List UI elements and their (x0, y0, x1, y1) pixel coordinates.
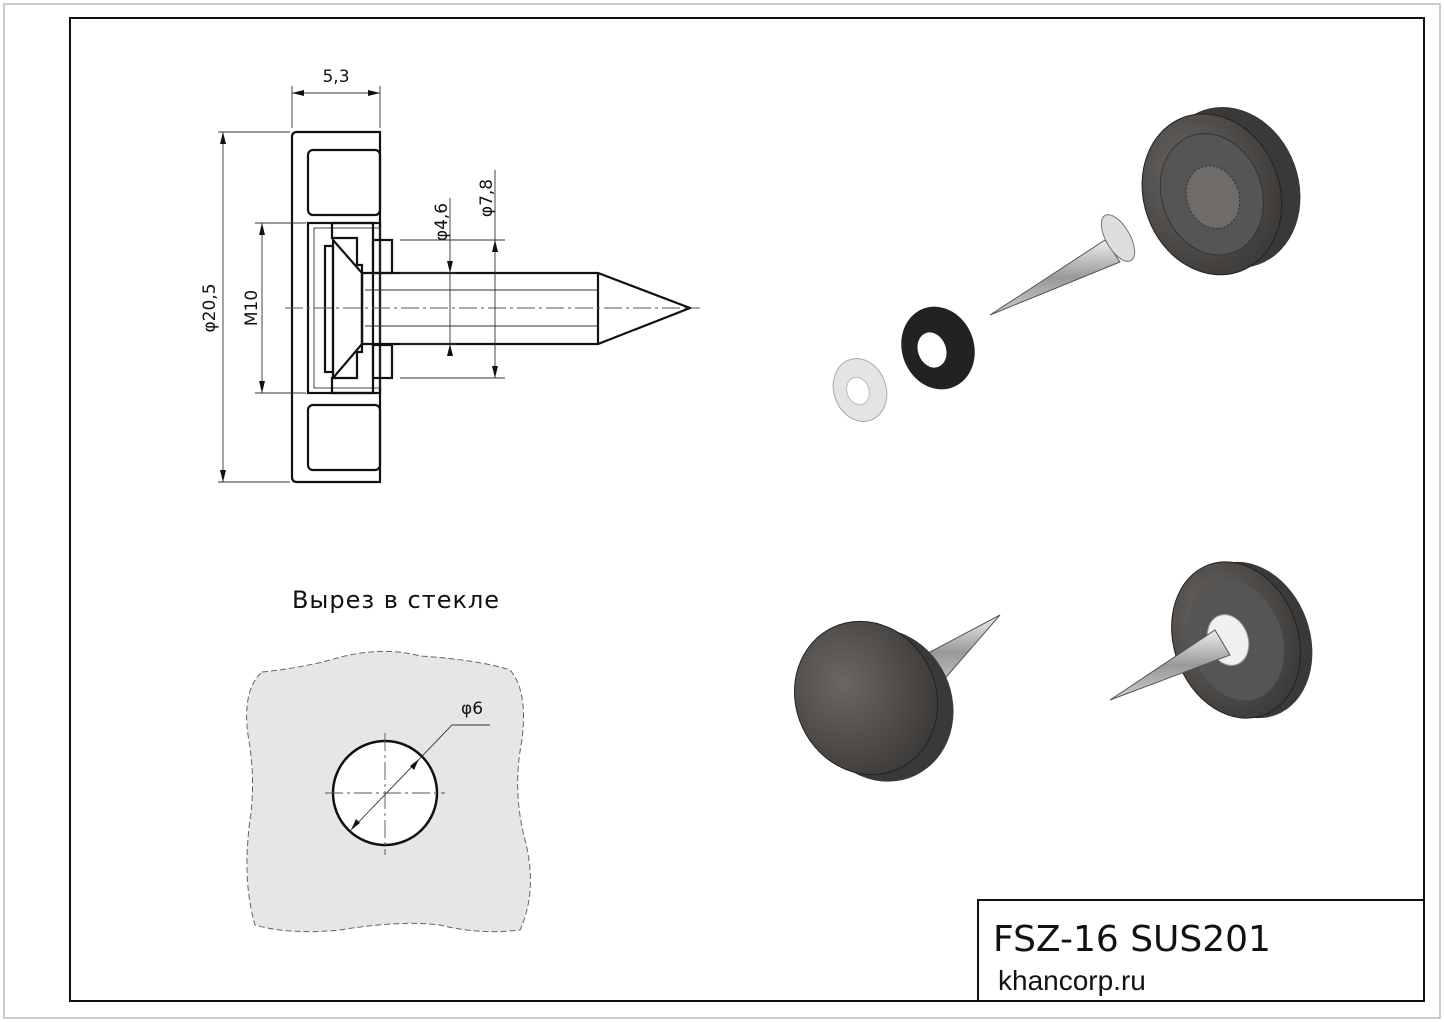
glass-cutout-view: Вырез в стекле φ6 (246, 586, 531, 933)
cutout-title: Вырез в стекле (292, 586, 500, 614)
part-number: FSZ-16 SUS201 (993, 919, 1271, 960)
rubber-washer-render (901, 306, 975, 390)
page-border (3, 3, 1441, 1019)
screw-render (989, 214, 1136, 316)
exploded-assembly-render (794, 106, 1313, 782)
svg-text:5,3: 5,3 (322, 67, 349, 87)
dimension-washer-diameter: φ7,8 (400, 170, 505, 379)
svg-text:φ6: φ6 (461, 699, 483, 719)
washer-section (330, 221, 375, 395)
section-view: 5,3 φ20,5 M10 φ4,6 φ7,8 (200, 67, 700, 484)
screw-head-plate (323, 244, 335, 374)
svg-text:φ4,6: φ4,6 (432, 203, 452, 241)
svg-text:φ20,5: φ20,5 (200, 283, 220, 332)
cap-render (1141, 106, 1301, 276)
hole-leader (350, 724, 490, 831)
dimension-width: 5,3 (291, 67, 381, 128)
dimension-shank-diameter: φ4,6 (400, 198, 456, 356)
assembled-front-render (794, 614, 1001, 782)
cap-pocket-bottom (306, 403, 382, 472)
svg-text:φ7,8: φ7,8 (477, 179, 497, 217)
screw-shank (360, 271, 694, 346)
dimension-thread: M10 (242, 222, 306, 394)
plastic-washer-render (832, 358, 888, 422)
website: khancorp.ru (998, 965, 1146, 996)
rubber-washer-top (371, 238, 394, 275)
rubber-washer-bottom (371, 343, 394, 380)
svg-text:M10: M10 (242, 290, 262, 326)
assembled-back-render (1109, 561, 1313, 719)
title-block: FSZ-16 SUS201 khancorp.ru (977, 899, 1425, 1002)
dimension-outer-diameter: φ20,5 (200, 131, 290, 483)
cap-pocket-top (306, 148, 382, 217)
drawing-frame (69, 17, 1425, 1002)
